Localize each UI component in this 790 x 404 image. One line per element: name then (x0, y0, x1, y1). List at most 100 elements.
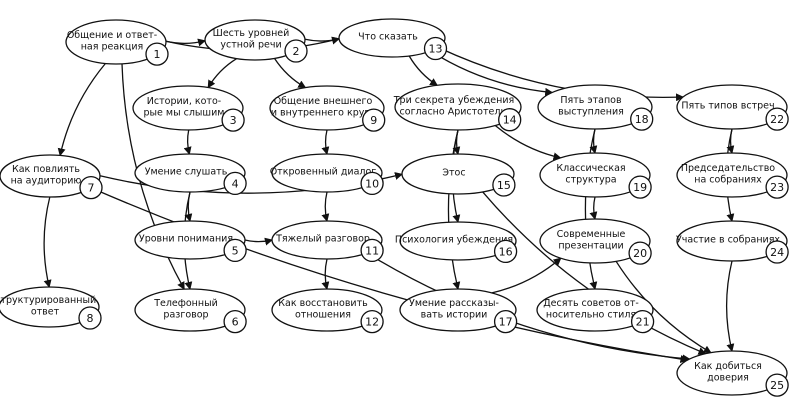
edge-20-to-25 (615, 260, 712, 354)
node-25-badge (765, 373, 789, 397)
edge-11-to-25 (366, 252, 691, 363)
edge-2-to-3 (207, 58, 238, 89)
node-16-badge (493, 239, 518, 264)
edge-14-to-17 (447, 129, 461, 290)
node-17-badge (493, 309, 518, 334)
node-9-badge (362, 108, 386, 132)
node-17-label-line-1: Умение рассказы- (409, 298, 499, 309)
edge-13-to-22 (437, 46, 684, 102)
edge-3-to-4 (183, 129, 192, 155)
edge-1-to-7 (57, 63, 106, 157)
node-22-badge (765, 107, 789, 131)
node-12-label-line-1: Как восстановить (278, 298, 368, 309)
node-22-ellipse (676, 84, 788, 130)
node-16-ellipse (399, 221, 517, 261)
node-3-label-line-1: Истории, кото- (147, 96, 221, 107)
node-25-number: 25 (770, 379, 784, 392)
node-13-label-line-1: Что сказать (358, 32, 418, 43)
edge-2-to-13 (304, 36, 340, 45)
node-10-number: 10 (365, 177, 379, 190)
node-1-badge (145, 42, 169, 66)
node-1-label-line-1: Общение и ответ- (67, 30, 157, 41)
node-24-number: 24 (770, 246, 784, 259)
node-8-number: 8 (87, 312, 94, 325)
node-7-number: 7 (88, 182, 95, 195)
node-17-ellipse (399, 288, 517, 332)
node-7-label-line-2: на аудиторию (11, 175, 82, 186)
node-6-label-line-1: Телефонный (153, 298, 218, 309)
node-2-number: 2 (293, 45, 300, 58)
edge-13-to-14 (408, 55, 439, 86)
node-24-badge (765, 240, 789, 264)
node-6-ellipse (134, 288, 246, 332)
node-18-number: 18 (635, 113, 649, 126)
node-20-ellipse (539, 218, 651, 264)
node-8-label-line-2: ответ (31, 306, 60, 317)
edge-17-to-20 (491, 257, 562, 294)
node-9-number: 9 (370, 114, 377, 127)
node-6-label-line-2: разговор (163, 309, 208, 320)
node-24-ellipse (676, 220, 788, 262)
node-12-ellipse (271, 288, 383, 332)
node-1-ellipse (65, 19, 167, 65)
node-11-ellipse (271, 220, 383, 260)
node-15-badge (492, 173, 516, 197)
node-22-label-line-1: Пять типов встреч (681, 101, 774, 112)
node-15-number: 15 (497, 179, 511, 192)
node-12-label-line-2: отношения (295, 309, 351, 320)
node-18-label-line-1: Пять этапов (560, 95, 622, 106)
edges-layer (43, 36, 735, 363)
node-20-badge (628, 241, 652, 265)
node-14-label-line-2: согласно Аристотелю (400, 106, 509, 117)
edge-14-to-19 (494, 125, 562, 161)
node-23-label-line-2: на собраниях (694, 174, 762, 185)
node-19-label-line-2: структура (565, 174, 616, 185)
edge-2-to-9 (273, 58, 307, 89)
node-20-label-line-1: Современные (557, 229, 626, 240)
node-4-ellipse (134, 153, 246, 193)
node-2-badge (284, 39, 308, 63)
edge-5-to-11 (244, 237, 273, 246)
edge-10-to-11 (321, 191, 330, 222)
edge-7-to-8 (43, 196, 52, 288)
edge-9-to-10 (321, 129, 330, 155)
edge-7-to-25 (90, 187, 689, 363)
node-13-badge (423, 36, 448, 61)
node-12-badge (360, 309, 384, 334)
edge-19-to-20 (589, 196, 598, 220)
node-14-ellipse (394, 83, 522, 131)
node-19-number: 19 (633, 181, 647, 194)
node-3-badge (221, 108, 245, 132)
node-12-number: 12 (365, 316, 379, 329)
node-23-badge (765, 175, 789, 199)
node-21-label-line-2: носительно стиля (546, 309, 636, 320)
node-7-ellipse (0, 154, 101, 198)
node-7-badge (79, 175, 103, 200)
node-19-ellipse (539, 152, 651, 198)
node-3-label-line-2: рые мы слышим (144, 107, 225, 118)
node-15-label-line-1: Этос (442, 168, 465, 179)
node-1-label-line-2: ная реакция (81, 41, 144, 52)
node-25-label-line-1: Как добиться (694, 361, 762, 372)
node-23-number: 23 (770, 181, 784, 194)
edge-18-to-21 (584, 128, 598, 290)
node-2-label-line-2: устной речи (220, 39, 281, 50)
node-23-ellipse (676, 152, 788, 198)
node-9-label-line-2: и внутреннего круга (271, 107, 375, 118)
node-23-label-line-1: Председательство (681, 163, 775, 174)
